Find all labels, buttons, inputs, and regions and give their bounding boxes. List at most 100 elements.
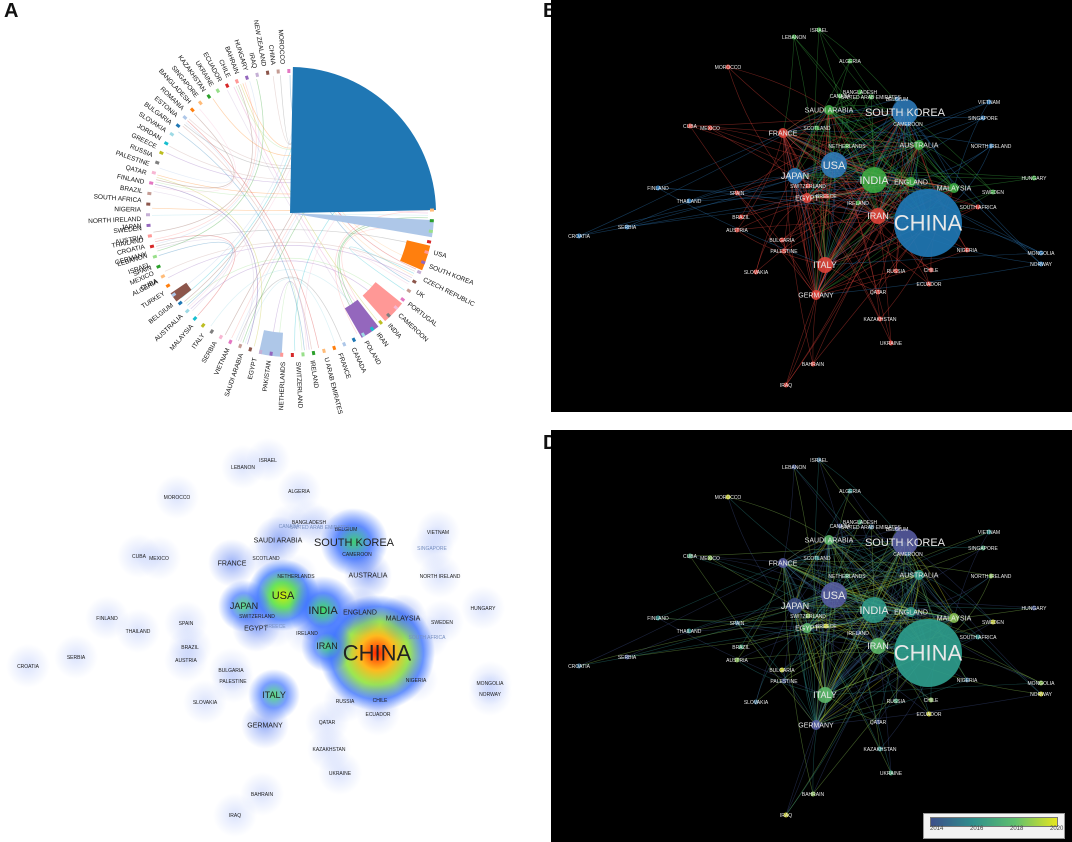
- network-link: [815, 609, 875, 726]
- panel-label-a: A: [4, 0, 19, 22]
- network-link: [828, 539, 955, 619]
- density-country-label: GREECE: [264, 624, 286, 630]
- chord-segment: [234, 78, 240, 84]
- chord-segment: [158, 150, 164, 156]
- network-node-label: SOUTH AFRICA: [960, 635, 998, 641]
- density-country-label: KAZAKHSTAN: [313, 747, 346, 753]
- network-link: [740, 197, 808, 218]
- network-node: [787, 598, 803, 614]
- network-node: [837, 93, 843, 99]
- network-node-label: NETHERLANDS: [828, 574, 866, 580]
- network-node: [687, 123, 693, 129]
- network-link: [806, 109, 830, 199]
- network-link: [833, 164, 881, 320]
- chord-link: [156, 113, 235, 189]
- network-node: [1031, 605, 1037, 611]
- network-link: [794, 600, 912, 613]
- network-node-label: SINGAPORE: [968, 546, 998, 552]
- network-node-label: NORWAY: [1030, 692, 1053, 698]
- italy-chord-sector: [258, 330, 283, 357]
- network-node-label: QATAR: [870, 720, 887, 726]
- network-node: [781, 678, 787, 684]
- network-link: [793, 36, 826, 266]
- network-node: [928, 697, 934, 703]
- network-link: [815, 111, 906, 296]
- network-node-label: BELGIUM: [886, 527, 909, 533]
- network-node: [870, 208, 886, 224]
- chord-link: [154, 108, 237, 193]
- network-node: [894, 526, 900, 532]
- network-node: [888, 340, 894, 346]
- network-link: [755, 609, 875, 703]
- density-blob: [336, 588, 384, 636]
- density-country-label: CUBA: [132, 554, 147, 560]
- network-node: [893, 698, 899, 704]
- network-link: [794, 574, 920, 607]
- network-node-label: NETHERLANDS: [828, 144, 866, 150]
- network-link: [794, 525, 841, 607]
- network-link: [815, 679, 968, 726]
- density-country-label: QATAR: [319, 720, 336, 726]
- network-link: [782, 541, 906, 564]
- chord-link: [334, 210, 428, 334]
- network-link: [815, 109, 830, 296]
- density-country-label: NIGERIA: [406, 678, 427, 684]
- network-node-label: SWEDEN: [982, 190, 1004, 196]
- network-link: [815, 215, 879, 296]
- density-country-label: BAHRAIN: [251, 792, 274, 798]
- network-link: [813, 459, 820, 726]
- network-link: [849, 490, 955, 619]
- chord-link: [156, 238, 234, 311]
- network-node: [1038, 250, 1044, 256]
- south-korea-chord-sector: [400, 240, 431, 271]
- network-node-label: CHILE: [924, 268, 939, 274]
- network-link: [755, 627, 808, 703]
- network-node: [783, 812, 789, 818]
- network-link: [806, 627, 879, 647]
- chord-segment: [184, 308, 190, 314]
- network-node: [926, 711, 932, 717]
- network-node: [707, 125, 713, 131]
- network-link: [815, 645, 879, 726]
- network-link: [727, 66, 875, 181]
- network-link: [736, 622, 817, 726]
- chord-segment: [311, 350, 316, 356]
- network-link: [818, 459, 879, 647]
- chord-link: [154, 235, 236, 316]
- network-node-label: BULGARIA: [769, 238, 795, 244]
- network-link: [785, 215, 879, 386]
- density-blob: [274, 554, 318, 598]
- network-node: [814, 125, 820, 131]
- chord-country-label: INDIA: [386, 322, 403, 340]
- network-node-label: SWITZERLAND: [790, 184, 826, 190]
- network-node: [990, 189, 996, 195]
- network-link: [782, 562, 879, 723]
- network-link: [806, 627, 817, 726]
- network-link: [839, 95, 955, 189]
- density-blob: [461, 586, 505, 630]
- network-node-label: ECUADOR: [916, 712, 941, 718]
- density-blob: [54, 635, 98, 679]
- network-link: [823, 539, 830, 696]
- network-node-label: USA: [823, 160, 846, 172]
- network-node-label: FRANCE: [769, 560, 798, 567]
- network-node: [990, 619, 996, 625]
- chord-segment: [426, 239, 432, 244]
- chord-country-label: NIGERIA: [114, 206, 142, 214]
- density-blob: [267, 504, 311, 548]
- network-link: [815, 215, 879, 296]
- density-blob: [85, 596, 129, 640]
- network-link: [816, 127, 826, 266]
- network-link: [815, 111, 906, 296]
- density-country-label: LEBANON: [231, 465, 255, 471]
- network-link: [781, 144, 920, 241]
- network-node: [824, 535, 834, 545]
- network-node: [655, 185, 661, 191]
- network-link: [815, 109, 830, 296]
- network-link: [806, 611, 912, 629]
- density-country-label: NORTH IRELAND: [420, 574, 461, 580]
- network-node-label: BAHRAIN: [802, 362, 825, 368]
- network-link: [806, 627, 892, 774]
- chord-segment: [420, 260, 426, 265]
